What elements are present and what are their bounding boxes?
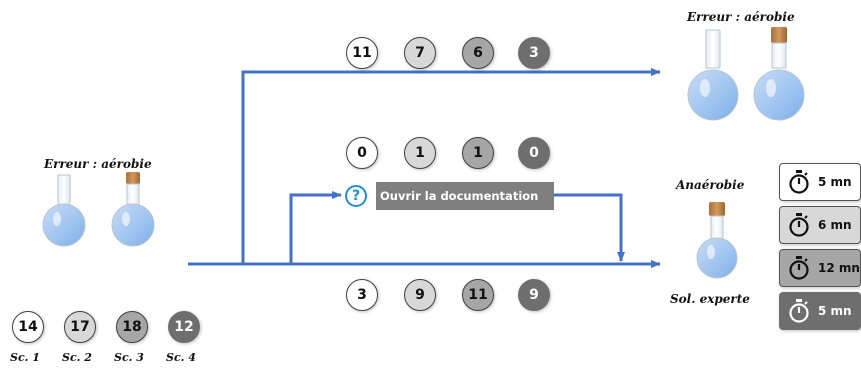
corked-flask-icon	[111, 172, 155, 247]
top-branch-sc1-circle: 11	[346, 37, 378, 69]
help-icon[interactable]: ?	[345, 185, 367, 207]
scenario-2-label: Sc. 2	[62, 351, 92, 364]
top-branch-sc2-circle: 7	[404, 37, 436, 69]
timer-sc3: 12 mn	[779, 249, 861, 287]
timer-sc1: 5 mn	[779, 163, 861, 201]
scenario-3-label: Sc. 3	[114, 351, 144, 364]
open-documentation-label: Ouvrir la documentation	[380, 189, 539, 203]
round-flask-icon	[687, 29, 739, 121]
scenario-4-circle: 12	[168, 311, 200, 343]
left-outcome-label: Erreur : aérobie	[44, 157, 152, 171]
open-documentation-button[interactable]: Ouvrir la documentation	[376, 182, 554, 210]
timer-sc1-label: 5 mn	[818, 175, 852, 189]
stopwatch-icon	[789, 213, 809, 237]
corked-flask-icon	[753, 27, 805, 121]
scenario-1-circle: 14	[12, 311, 44, 343]
top-outcome-label: Erreur : aérobie	[687, 10, 795, 24]
corked-flask-icon	[696, 202, 738, 279]
expert-solution-label: Sol. experte	[670, 292, 750, 306]
round-flask-icon	[42, 174, 86, 247]
middle-branch-sc1-circle: 0	[346, 137, 378, 169]
stopwatch-icon	[789, 170, 809, 194]
top-branch-sc3-circle: 6	[462, 37, 494, 69]
scenario-3-circle: 18	[116, 311, 148, 343]
timer-sc4: 5 mn	[779, 292, 861, 330]
doc-branch-line	[289, 191, 342, 264]
doc-return-line	[554, 193, 625, 262]
middle-branch-sc3-circle: 1	[462, 137, 494, 169]
timer-sc2: 6 mn	[779, 206, 861, 244]
middle-branch-sc4-circle: 0	[518, 137, 550, 169]
middle-branch-sc2-circle: 1	[404, 137, 436, 169]
timer-sc4-label: 5 mn	[818, 304, 852, 318]
bottom-branch-sc1-circle: 3	[346, 279, 378, 311]
timer-sc2-label: 6 mn	[818, 218, 852, 232]
scenario-4-label: Sc. 4	[166, 351, 196, 364]
bottom-branch-sc2-circle: 9	[404, 279, 436, 311]
stopwatch-icon	[789, 256, 809, 280]
bottom-branch-sc4-circle: 9	[518, 279, 550, 311]
top-branch-sc4-circle: 3	[518, 37, 550, 69]
stopwatch-icon	[789, 299, 809, 323]
anaerobic-label: Anaérobie	[676, 178, 745, 192]
timer-sc3-label: 12 mn	[818, 261, 860, 275]
bottom-branch-sc3-circle: 11	[462, 279, 494, 311]
arrow-paths	[188, 68, 661, 268]
scenario-2-circle: 17	[64, 311, 96, 343]
scenario-1-label: Sc. 1	[10, 351, 40, 364]
top-branch-line	[241, 68, 661, 264]
